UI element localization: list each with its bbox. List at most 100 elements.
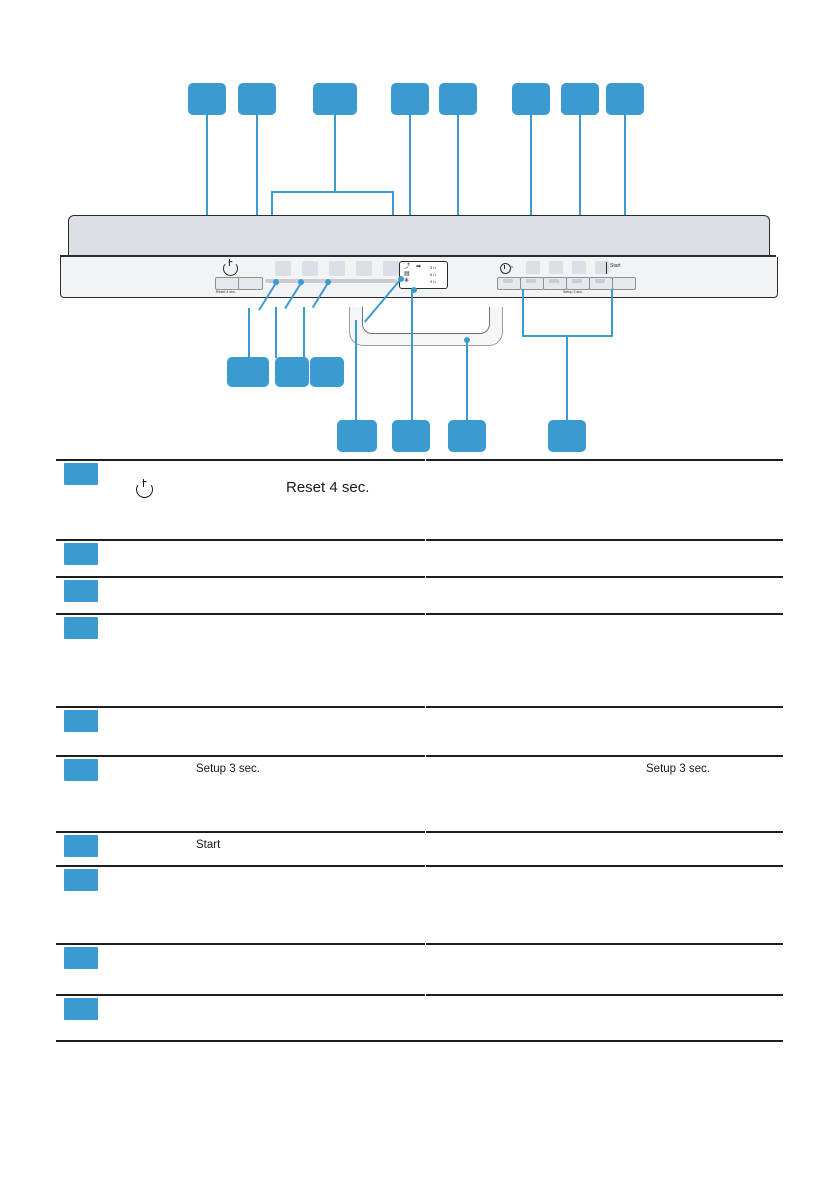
leader-line-4 — [409, 115, 411, 259]
legend-column-divider-8 — [425, 865, 426, 867]
display-value-1: 3 h. — [430, 265, 437, 270]
program-button-3-notch — [549, 279, 559, 283]
callout-marker-3 — [313, 83, 357, 115]
legend-column-divider-5 — [425, 706, 426, 708]
led-indicator-left-2 — [302, 261, 318, 276]
led-indicator-right-3 — [572, 261, 586, 274]
leader-line-14 — [466, 340, 468, 420]
leader-line-5 — [457, 115, 459, 245]
callout-marker-6 — [512, 83, 550, 115]
status-display — [399, 261, 448, 289]
legend-badge-3 — [64, 580, 98, 602]
callout-marker-4 — [391, 83, 429, 115]
leader-endpoint-12 — [398, 276, 404, 282]
leader-endpoint-11 — [325, 279, 331, 285]
tap-icon: ⤴ — [404, 264, 411, 270]
leader-line-8 — [624, 115, 626, 267]
legend-cell-mid-7: Start — [196, 839, 221, 851]
callout-marker-8 — [606, 83, 644, 115]
legend-row-rule-8 — [56, 865, 783, 867]
legend-column-divider-10 — [425, 994, 426, 996]
display-value-2: 6 h. — [430, 272, 437, 277]
legend-column-divider-7 — [425, 831, 426, 833]
leader-line-10 — [275, 307, 277, 358]
callout-marker-13 — [392, 420, 430, 452]
reset-label: Reset 4 sec. — [216, 290, 236, 294]
program-button-1-notch — [503, 279, 513, 283]
legend-row-rule-6 — [56, 755, 783, 757]
callout-marker-1 — [188, 83, 226, 115]
callout-marker-5 — [439, 83, 477, 115]
led-indicator-left-3 — [329, 261, 345, 276]
callout-marker-9 — [227, 357, 269, 387]
leader-bracket-15-right — [611, 289, 613, 336]
legend-cell-mid-6: Setup 3 sec. — [196, 763, 260, 775]
legend-badge-4 — [64, 617, 98, 639]
legend-column-divider-3 — [425, 576, 426, 578]
callout-marker-12 — [337, 420, 377, 452]
led-indicator-left-4 — [356, 261, 372, 276]
leader-bracket-3 — [271, 191, 394, 193]
program-button-2-notch — [526, 279, 536, 283]
leader-line-1 — [206, 115, 208, 255]
legend-badge-2 — [64, 543, 98, 565]
power-button[interactable] — [215, 277, 240, 290]
legend-column-divider-4 — [425, 613, 426, 615]
progress-track — [265, 279, 397, 283]
program-button-5-notch — [595, 279, 605, 283]
leader-line-11 — [303, 307, 305, 358]
setup-label-panel: Setup 3 sec. — [563, 290, 583, 294]
appliance-top-cover — [68, 215, 770, 256]
legend-badge-7 — [64, 835, 98, 857]
legend-column-divider-9 — [425, 943, 426, 945]
legend-row-rule-7 — [56, 831, 783, 833]
legend-row-rule-10 — [56, 994, 783, 996]
leader-endpoint-13 — [411, 287, 417, 293]
appliance-seam — [60, 255, 776, 257]
legend-column-divider-1 — [425, 459, 426, 461]
program-button-4-notch — [572, 279, 582, 283]
callout-marker-7 — [561, 83, 599, 115]
leader-endpoint-9 — [273, 279, 279, 285]
leader-line-2 — [256, 115, 258, 278]
display-value-3: 9 h. — [430, 279, 437, 284]
led-indicator-left-5 — [383, 261, 399, 276]
leader-endpoint-10 — [298, 279, 304, 285]
legend-cell-mid-1: Reset 4 sec. — [286, 479, 370, 496]
legend-badge-6 — [64, 759, 98, 781]
leader-bracket-15-left — [522, 289, 524, 336]
legend-power-icon-stem — [142, 479, 145, 487]
callout-marker-14 — [448, 420, 486, 452]
legend-row-rule-4 — [56, 613, 783, 615]
legend-row-rule-2 — [56, 539, 783, 541]
legend-column-divider-2 — [425, 539, 426, 541]
callout-marker-2 — [238, 83, 276, 115]
leader-line-15 — [566, 335, 568, 420]
legend-bottom-rule — [56, 1040, 783, 1042]
power-icon-stem — [229, 259, 231, 266]
led-indicator-right-1 — [526, 261, 540, 274]
legend-badge-8 — [64, 869, 98, 891]
legend-row-rule-5 — [56, 706, 783, 708]
legend-row-rule-1 — [56, 459, 783, 461]
dish-icon: ▤ — [404, 271, 410, 277]
power-icon — [223, 261, 238, 276]
legend-badge-10 — [64, 998, 98, 1020]
led-indicator-left-1 — [275, 261, 291, 276]
led-indicator-right-4 — [595, 261, 609, 274]
program-button-6[interactable] — [612, 277, 636, 290]
callout-marker-10 — [275, 357, 309, 387]
leader-line-7 — [579, 115, 581, 267]
led-indicator-right-2 — [549, 261, 563, 274]
callout-marker-15 — [548, 420, 586, 452]
reset-button[interactable] — [238, 277, 263, 290]
legend-column-divider-6 — [425, 755, 426, 757]
timer-label: h. — [511, 265, 514, 269]
legend-row-rule-9 — [56, 943, 783, 945]
leader-line-13 — [411, 290, 413, 420]
leader-line-3 — [334, 115, 336, 192]
legend-badge-9 — [64, 947, 98, 969]
legend-badge-5 — [64, 710, 98, 732]
start-label-panel: Start — [610, 263, 621, 269]
